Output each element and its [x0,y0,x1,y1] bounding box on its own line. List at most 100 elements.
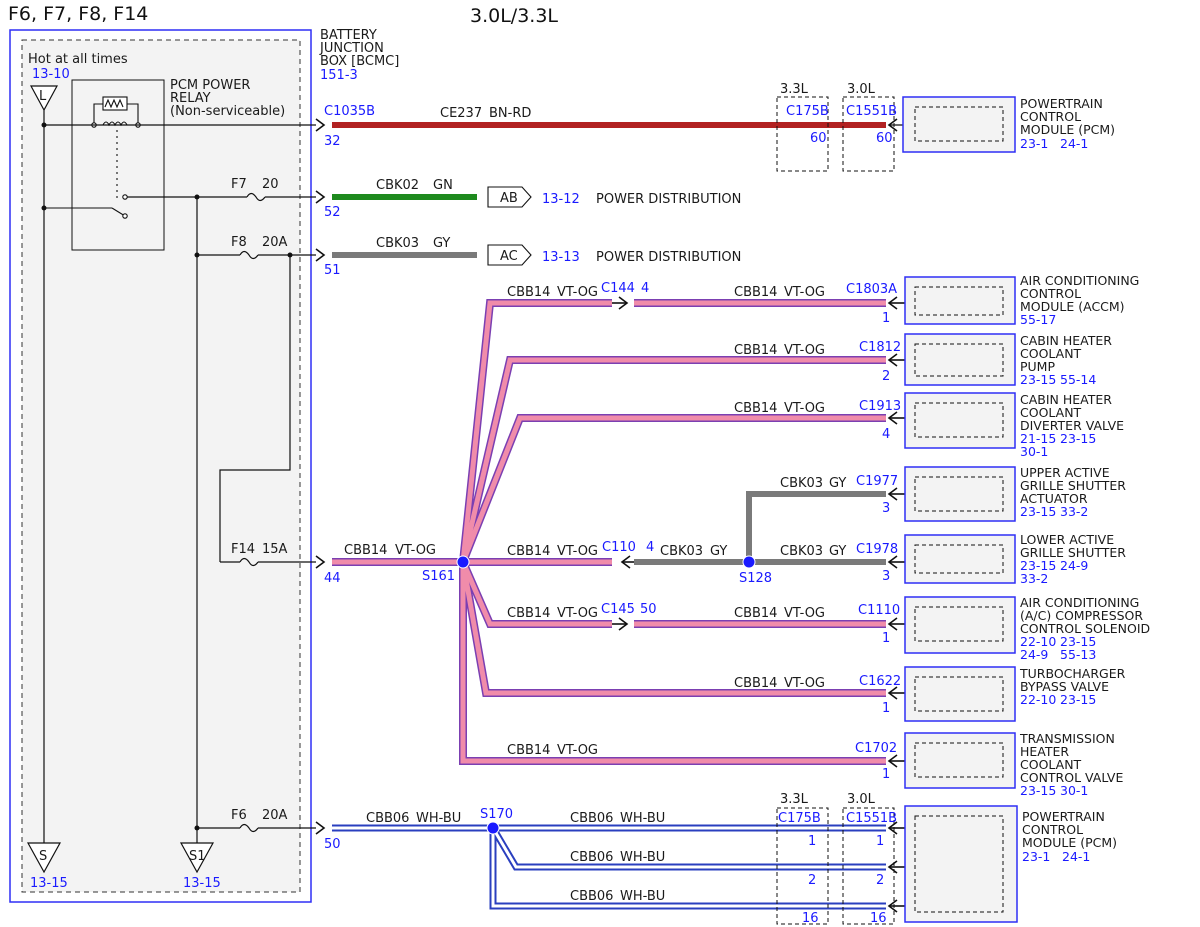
upper-wire-color: GY [829,476,846,491]
trans-line3: COOLANT [1020,757,1082,772]
ab-ref[interactable]: 13-12 [542,192,580,207]
ground-s1-ref[interactable]: 13-15 [183,876,221,891]
power-supply-icon [29,85,59,112]
ce237-color: BN-RD [489,106,531,121]
pump-ref2[interactable]: 55-14 [1060,372,1096,387]
turbo-pin: 1 [882,701,890,716]
turbo-ref2[interactable]: 23-15 [1060,692,1096,707]
bjb-ref[interactable]: 151-3 [320,68,358,83]
c145-label[interactable]: C145 [601,602,635,617]
trans-wire-color: VT-OG [557,743,598,758]
ac-ref[interactable]: 13-13 [542,250,580,265]
diverter-ref2[interactable]: 23-15 [1060,431,1096,446]
page-title: F6, F7, F8, F14 [8,3,148,25]
module-pcm-bottom[interactable] [904,805,1018,923]
cbb14-harness[interactable] [332,299,886,765]
upper-connector[interactable]: C1977 [856,474,898,489]
cbb06-harness[interactable] [332,824,886,910]
c110-s128-wire-circuit: CBK03 [660,544,703,559]
upper-pin: 3 [882,501,890,516]
c110-label[interactable]: C110 [602,540,636,555]
diverter-connector[interactable]: C1913 [859,399,901,414]
compressor-ref3[interactable]: 24-9 [1020,647,1048,662]
pcm-top-line3: MODULE (PCM) [1020,122,1115,137]
c175b-bottom-label[interactable]: C175B [778,811,821,826]
pump-connector[interactable]: C1812 [859,340,901,355]
inline-c175b-bottom [776,807,829,925]
diverter-ref1[interactable]: 21-15 [1020,431,1056,446]
lower-line1: LOWER ACTIVE [1020,532,1114,547]
wire-ce237[interactable] [332,122,886,128]
upper-ref2[interactable]: 33-2 [1060,504,1088,519]
c175b-pin-2: 2 [808,873,816,888]
lower-connector[interactable]: C1978 [856,542,898,557]
lower-ref1[interactable]: 23-15 [1020,558,1056,573]
cbk03-grille-wires[interactable] [634,491,886,565]
compressor-line2: (A/C) COMPRESSOR [1020,608,1143,623]
diverter-ref3[interactable]: 30-1 [1020,444,1048,459]
c1551b-pin-60: 60 [876,131,893,146]
c144-pin: 4 [641,281,649,296]
module-ac-compressor-solenoid[interactable] [904,596,1016,654]
module-transmission-coolant-valve[interactable] [904,732,1016,789]
module-lower-grille-shutter[interactable] [904,534,1016,584]
f14-wire-circuit: CBB14 [344,543,387,558]
upper-line3: ACTUATOR [1020,491,1088,506]
compressor-ref4[interactable]: 55-13 [1060,647,1096,662]
fuse-f6-rating: 20A [262,808,288,823]
variant-30-bottom: 3.0L [847,792,876,807]
c1551b-top-label[interactable]: C1551B [846,104,897,119]
module-turbo-bypass-valve[interactable] [904,666,1016,722]
module-coolant-pump[interactable] [904,333,1016,386]
splice-s161[interactable] [456,555,470,569]
pcm-top-ref1[interactable]: 23-1 [1020,136,1048,151]
accm-connector[interactable]: C1803A [846,282,897,297]
ground-s-ref[interactable]: 13-15 [30,876,68,891]
upper-line2: GRILLE SHUTTER [1020,478,1126,493]
c1551b-bottom-label[interactable]: C1551B [846,811,897,826]
cbk03-label: CBK03 [376,236,419,251]
upper-ref1[interactable]: 23-15 [1020,504,1056,519]
trans-ref1[interactable]: 23-15 [1020,783,1056,798]
pump-ref1[interactable]: 23-15 [1020,372,1056,387]
variant-30-top: 3.0L [847,82,876,97]
splice-s128[interactable] [742,555,756,569]
connector-c1035b[interactable]: C1035B [324,104,375,119]
pump-line2: COOLANT [1020,346,1082,361]
wire-cbk02[interactable] [332,194,477,200]
splice-s170[interactable] [486,821,500,835]
c144-label[interactable]: C144 [601,281,635,296]
accm-line3: MODULE (ACCM) [1020,299,1125,314]
pcm-bottom-ref2[interactable]: 24-1 [1062,849,1090,864]
pump-line1: CABIN HEATER [1020,333,1112,348]
turbo-connector[interactable]: C1622 [859,674,901,689]
pcm1-wire-circuit: CBB06 [570,811,613,826]
turbo-wire-circuit: CBB14 [734,676,777,691]
trans-ref2[interactable]: 30-1 [1060,783,1088,798]
module-pcm-top[interactable] [902,96,1016,153]
module-upper-grille-shutter[interactable] [904,466,1016,522]
compressor-ref2[interactable]: 23-15 [1060,634,1096,649]
lower-ref3[interactable]: 33-2 [1020,571,1048,586]
wire-cbk03[interactable] [332,252,477,258]
relay-coil-icon [44,96,141,219]
turbo-ref1[interactable]: 22-10 [1020,692,1056,707]
compressor-line3: CONTROL SOLENOID [1020,621,1150,636]
trans-connector[interactable]: C1702 [855,741,897,756]
pcm-top-ref2[interactable]: 24-1 [1060,136,1088,151]
lower-ref2[interactable]: 24-9 [1060,558,1088,573]
diverter-line1: CABIN HEATER [1020,392,1112,407]
accm-ref1[interactable]: 55-17 [1020,312,1056,327]
compressor-ref1[interactable]: 22-10 [1020,634,1056,649]
relay-label-3: (Non-serviceable) [170,104,285,119]
hot-ref[interactable]: 13-10 [32,67,70,82]
module-diverter-valve[interactable] [904,392,1016,449]
compressor-connector[interactable]: C1110 [858,603,900,618]
s161-c110-wire-circuit: CBB14 [507,544,550,559]
f14-wire-color: VT-OG [395,543,436,558]
upper-wire-circuit: CBK03 [780,476,823,491]
pcm-bottom-line2: CONTROL [1022,822,1083,837]
module-accm[interactable] [904,276,1016,325]
c175b-top-label[interactable]: C175B [786,104,829,119]
pcm-bottom-ref1[interactable]: 23-1 [1022,849,1050,864]
